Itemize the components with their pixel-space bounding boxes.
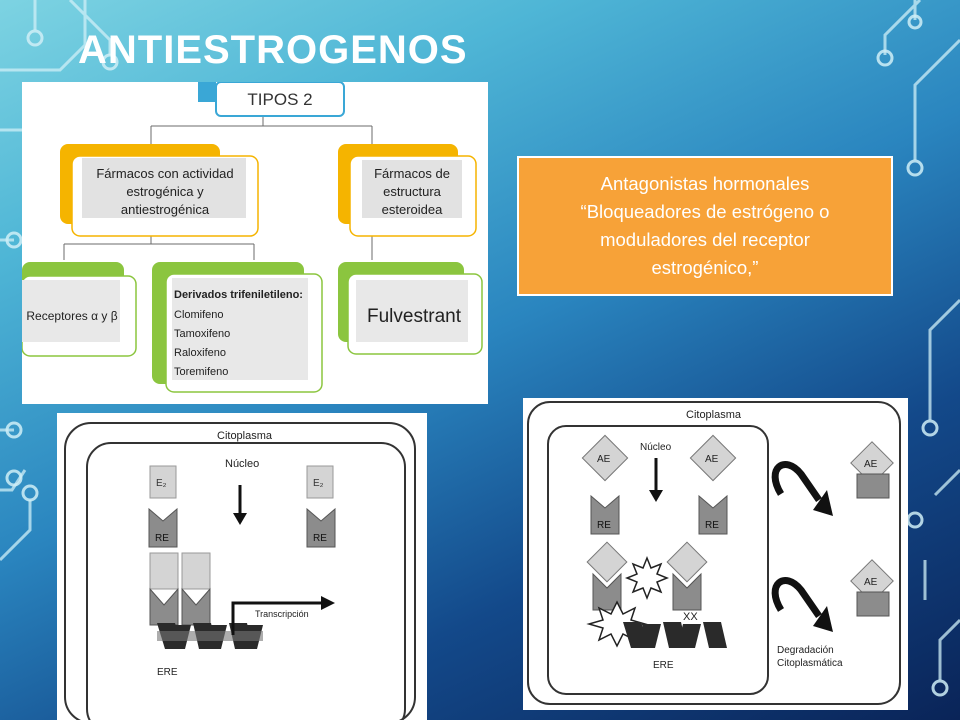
degradation-label-line-1: Degradación bbox=[777, 645, 834, 656]
antiestrogen-label: AE bbox=[705, 454, 719, 465]
antiestrogen-label: AE bbox=[597, 454, 611, 465]
antiestrogen-shape bbox=[689, 434, 737, 482]
down-arrow-icon bbox=[649, 458, 663, 502]
antiestrogen-label: AE bbox=[864, 577, 878, 588]
derivado-item: Clomifeno bbox=[174, 309, 224, 321]
transcription-arrow-icon bbox=[231, 596, 335, 635]
branch-left-line-1: Fármacos con actividad bbox=[96, 166, 233, 181]
tipos-classification-diagram: TIPOS 2 Fármacos con actividad estrogéni… bbox=[22, 82, 488, 404]
curved-arrow-icon bbox=[771, 461, 833, 516]
derivado-item: Raloxifeno bbox=[174, 347, 226, 359]
cytoplasm-cell bbox=[64, 422, 416, 720]
curved-arrow-icon bbox=[771, 577, 833, 632]
transcription-label: Transcripción bbox=[255, 609, 309, 619]
ere-label: ERE bbox=[653, 660, 674, 671]
leaf-receptores-label: Receptores α y β bbox=[26, 309, 117, 323]
tipos-root-label: TIPOS 2 bbox=[247, 90, 312, 109]
block-label: XX bbox=[683, 611, 698, 623]
degradation-label-line-2: Citoplasmática bbox=[777, 658, 843, 669]
receptor-shape bbox=[698, 494, 728, 535]
callout-line: estrogénico,” bbox=[651, 257, 759, 278]
branch-right-line-2: estructura bbox=[383, 184, 442, 199]
receptor-shape bbox=[306, 507, 336, 548]
cytoplasm-cell bbox=[527, 401, 901, 705]
estradiol-label: E₂ bbox=[313, 478, 324, 489]
antiestrogen-mechanism-diagram: Citoplasma Núcleo AE AE RE RE bbox=[523, 398, 908, 710]
branch-left-line-2: estrogénica y bbox=[126, 184, 204, 199]
callout-line: “Bloqueadores de estrógeno o bbox=[580, 201, 830, 222]
ere-label: ERE bbox=[157, 667, 178, 678]
dna-helix-icon bbox=[623, 622, 727, 648]
receptor-label: RE bbox=[155, 533, 169, 544]
leaf-fulvestrant-label: Fulvestrant bbox=[367, 306, 462, 327]
antagonist-definition-callout: Antagonistas hormonales “Bloqueadores de… bbox=[517, 156, 893, 296]
receptor-label: RE bbox=[597, 520, 611, 531]
cytoplasm-label: Citoplasma bbox=[217, 430, 273, 442]
estradiol-box bbox=[306, 465, 334, 499]
receptor-shape bbox=[148, 507, 178, 548]
cytoplasm-label: Citoplasma bbox=[686, 409, 742, 421]
branch-left-line-3: antiestrogénica bbox=[121, 202, 210, 217]
receptor-label: RE bbox=[705, 520, 719, 531]
nucleus-label: Núcleo bbox=[225, 458, 259, 470]
derivado-item: Toremifeno bbox=[174, 366, 228, 378]
branch-right-line-1: Fármacos de bbox=[374, 166, 450, 181]
receptor-shape bbox=[590, 494, 620, 535]
down-arrow-icon bbox=[233, 485, 247, 525]
callout-line: moduladores del receptor bbox=[600, 229, 810, 250]
slide-title: ANTIESTROGENOS bbox=[78, 28, 468, 72]
branch-right-line-3: esteroidea bbox=[382, 202, 443, 217]
nucleus-label: Núcleo bbox=[640, 442, 672, 453]
antiestrogen-label: AE bbox=[864, 459, 878, 470]
nucleus-boundary bbox=[86, 442, 406, 720]
estradiol-label: E₂ bbox=[156, 478, 167, 489]
callout-line: Antagonistas hormonales bbox=[600, 173, 810, 194]
leaf-derivados-heading: Derivados trifeniletileno: bbox=[174, 289, 303, 301]
derivado-item: Tamoxifeno bbox=[174, 328, 230, 340]
estradiol-box bbox=[149, 465, 177, 499]
receptor-label: RE bbox=[313, 533, 327, 544]
blocked-burst-shape bbox=[624, 555, 670, 601]
nucleus-boundary bbox=[547, 425, 769, 695]
antiestrogen-shape bbox=[581, 434, 629, 482]
estradiol-mechanism-diagram: Citoplasma Núcleo E₂ E₂ RE RE bbox=[57, 413, 427, 720]
